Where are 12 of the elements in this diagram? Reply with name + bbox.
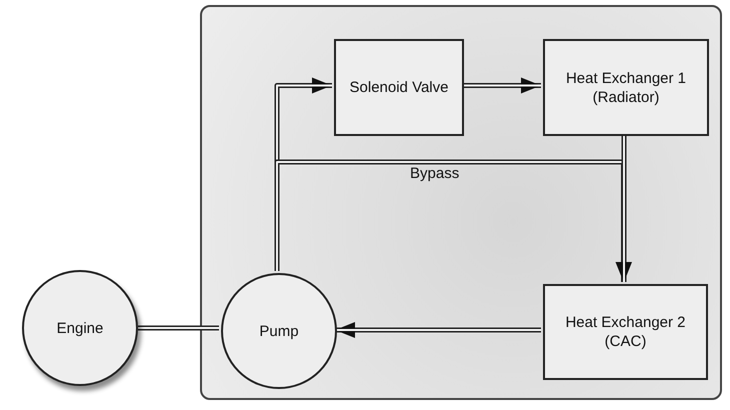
node-label: Heat Exchanger 1 (Radiator) [564,68,688,106]
component-box [334,39,464,136]
node-label: Engine [56,318,104,338]
system-panel [200,5,722,400]
pipe-arrow [335,322,541,338]
edge-label: Bypass [410,164,460,183]
pipe-arrow [462,78,541,94]
component-box [543,39,709,136]
node-label: Heat Exchanger 2 (CAC) [564,313,687,351]
component-box [543,284,708,380]
node-label: Pump [258,322,300,340]
node-label: Solenoid Valve [348,78,450,97]
